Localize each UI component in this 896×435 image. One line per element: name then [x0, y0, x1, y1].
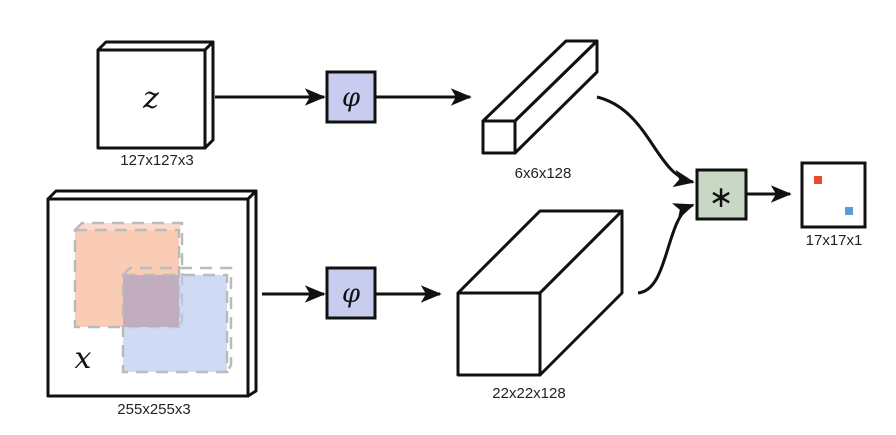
phi-symbol-bottom: φ: [342, 279, 361, 309]
score-map: [800, 161, 867, 229]
candidate-region-blue: [121, 266, 233, 374]
exemplar-image-block: z: [96, 40, 215, 150]
search-size-label: 255x255x3: [117, 401, 190, 418]
embedding-function-top: φ: [325, 70, 377, 124]
search-symbol: x: [75, 341, 92, 376]
convolution-symbol: ∗: [708, 180, 733, 215]
cross-correlation-operator: ∗: [695, 168, 748, 221]
exemplar-feature-map: [481, 39, 599, 155]
score-peak-blue: [845, 207, 853, 215]
search-feature-size-label: 22x22x128: [492, 385, 565, 402]
score-peak-red: [814, 176, 822, 184]
embedding-function-bottom: φ: [325, 266, 377, 320]
phi-symbol-top: φ: [342, 83, 361, 113]
score-map-size-label: 17x17x1: [806, 232, 863, 249]
exemplar-symbol: z: [142, 81, 159, 116]
search-image-block: x: [46, 189, 258, 398]
arrow-search-features-to-correlation: [637, 203, 695, 295]
exemplar-feature-size-label: 6x6x128: [515, 165, 572, 182]
search-feature-map: [456, 209, 624, 377]
exemplar-size-label: 127x127x3: [120, 152, 193, 169]
arrow-exemplar-features-to-correlation: [596, 95, 695, 188]
